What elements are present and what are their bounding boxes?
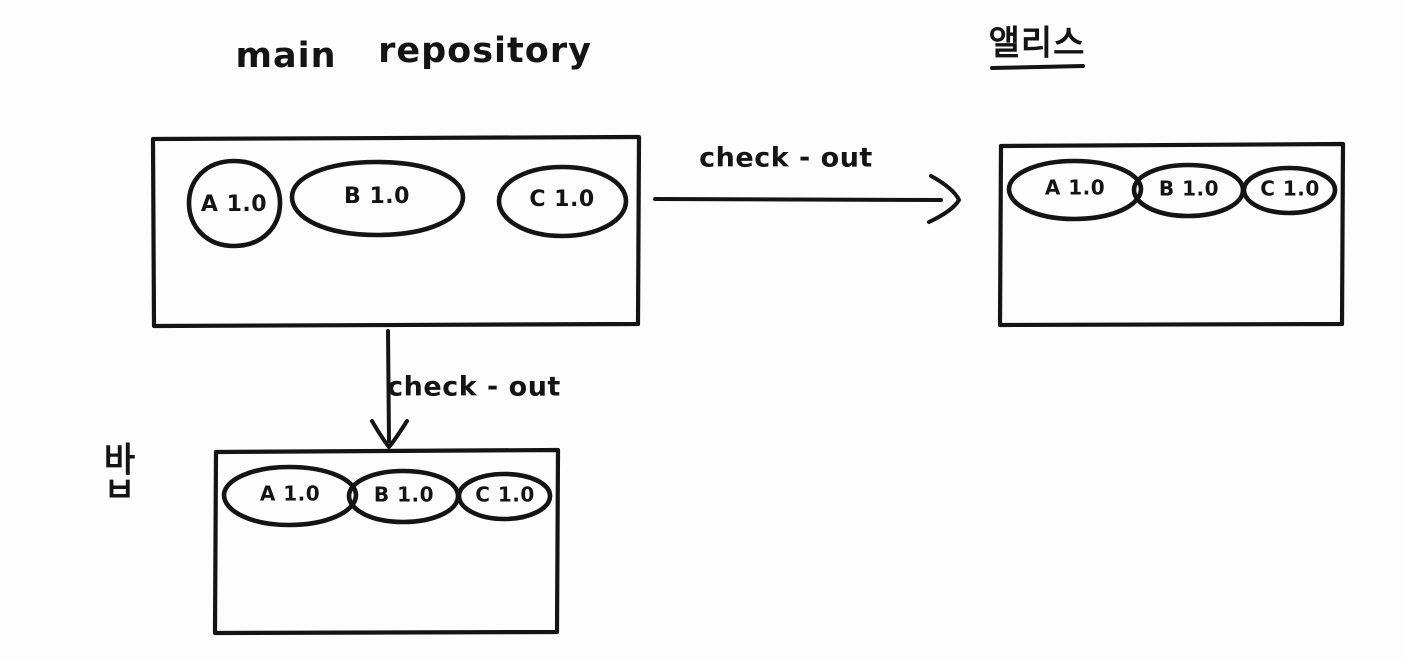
alice-node-a[interactable]: A 1.0 (1006, 158, 1144, 222)
edge-to-bob-line (386, 329, 391, 443)
alice-node-a-ellipse (1006, 158, 1144, 222)
alice-label-underline (990, 64, 1085, 70)
bob-workspace-box[interactable] (212, 447, 561, 636)
alice-node-b-label: B 1.0 (1159, 177, 1219, 201)
alice-node-c-label: C 1.0 (1260, 177, 1320, 201)
edge-to-alice[interactable]: check - out (653, 143, 961, 224)
main-node-a-circle (186, 158, 283, 249)
bob-node-b-label: B 1.0 (374, 483, 434, 507)
alice-node-b[interactable]: B 1.0 (1131, 162, 1246, 219)
main-node-a-label: A 1.0 (201, 192, 267, 217)
edge-to-alice-label: check - out (699, 143, 873, 174)
bob-node-b-ellipse (346, 468, 461, 525)
bob-node-a-label: A 1.0 (260, 482, 320, 506)
main-node-c-label: C 1.0 (529, 187, 594, 212)
alice-node-c-ellipse (1241, 165, 1338, 216)
edge-to-alice-line (653, 197, 943, 202)
main-node-c-ellipse (496, 164, 629, 239)
bob-node-c-label: C 1.0 (475, 483, 535, 507)
bob-label-top: 바 (104, 441, 136, 481)
main-node-b[interactable]: B 1.0 (289, 159, 466, 238)
edge-to-bob-label: check - out (387, 372, 561, 403)
edge-to-bob-arrowhead (370, 419, 409, 449)
alice-label: 앨리스 (989, 24, 1086, 64)
bob-node-a[interactable]: A 1.0 (221, 464, 359, 528)
alice-workspace-group[interactable]: A 1.0 B 1.0 C 1.0 (997, 141, 1346, 328)
bob-node-c-ellipse (456, 471, 553, 522)
main-node-b-label: B 1.0 (344, 184, 410, 209)
bob-node-c[interactable]: C 1.0 (456, 471, 553, 522)
alice-node-c[interactable]: C 1.0 (1241, 165, 1338, 216)
bob-node-a-ellipse (221, 464, 359, 528)
main-node-c[interactable]: C 1.0 (496, 164, 629, 239)
main-repository-box[interactable] (150, 134, 642, 329)
alice-workspace-box[interactable] (997, 141, 1346, 328)
bob-workspace-group[interactable]: A 1.0 B 1.0 C 1.0 (212, 447, 561, 636)
main-repository-title-main: main (235, 36, 336, 76)
main-repository-title-repository: repository (378, 31, 592, 71)
main-node-a[interactable]: A 1.0 (186, 158, 283, 249)
alice-node-b-ellipse (1131, 162, 1246, 219)
alice-node-a-label: A 1.0 (1045, 176, 1105, 200)
bob-label-bottom: ㅂ (104, 471, 136, 511)
bob-node-b[interactable]: B 1.0 (346, 468, 461, 525)
main-node-b-ellipse (289, 159, 466, 238)
edge-to-bob[interactable]: check - out (370, 329, 561, 449)
edge-to-alice-arrowhead (927, 174, 961, 224)
main-repository-group[interactable]: A 1.0 B 1.0 C 1.0 (150, 134, 642, 329)
